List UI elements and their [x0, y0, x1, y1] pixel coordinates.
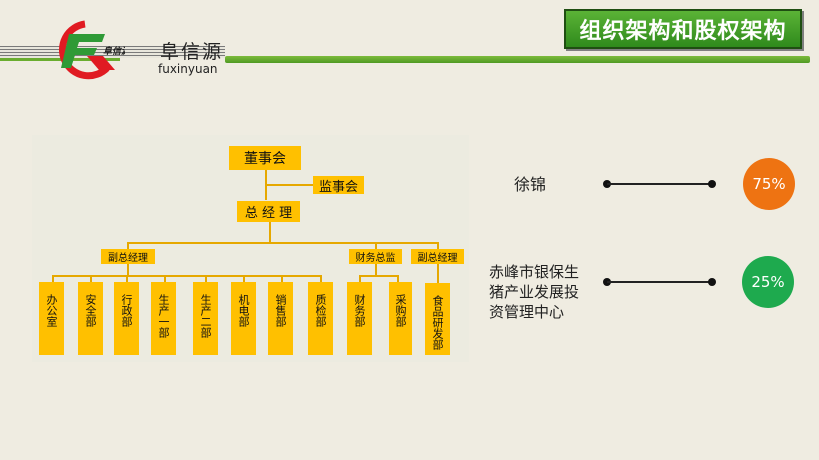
org-dept-safety: 安全部	[78, 282, 103, 355]
org-dept-electromechanical: 机电部	[231, 282, 256, 355]
org-dept-sales: 销售部	[268, 282, 293, 355]
connector	[164, 275, 166, 283]
org-dept-procurement: 采购部	[389, 282, 412, 355]
header-green-line-left	[0, 58, 120, 61]
org-node-deputy-gm: 副总经理	[101, 249, 155, 264]
connector	[52, 275, 322, 277]
shareholder-name: 赤峰市银保生猪产业发展投资管理中心	[489, 263, 580, 321]
connector-line	[607, 281, 713, 283]
connector	[205, 275, 207, 283]
connector	[437, 242, 439, 249]
connector-dot	[708, 278, 716, 286]
connector-line	[607, 183, 713, 185]
connector	[375, 242, 377, 249]
connector	[375, 264, 377, 276]
org-dept-finance: 财务部	[347, 282, 372, 355]
connector	[52, 275, 54, 283]
org-node-deputy-gm: 副总经理	[411, 249, 464, 264]
share-percent-badge: 25%	[742, 256, 794, 308]
org-dept-production-1: 生产一部	[151, 282, 176, 355]
org-dept-production-2: 生产二部	[193, 282, 218, 355]
brand-name-chinese: 阜信源	[160, 41, 224, 63]
connector	[127, 242, 129, 249]
org-node-general-manager: 总 经 理	[237, 201, 300, 222]
org-dept-food-rnd: 食品研发部	[425, 283, 450, 355]
connector	[127, 264, 129, 276]
svg-text:阜信源: 阜信源	[103, 46, 125, 57]
connector	[359, 275, 399, 277]
connector	[437, 264, 439, 283]
shareholder-name: 徐锦	[514, 175, 547, 194]
connector	[359, 275, 361, 283]
connector	[269, 222, 271, 243]
connector	[90, 275, 92, 283]
org-node-finance-director: 财务总监	[349, 249, 402, 264]
share-percent-badge: 75%	[743, 158, 795, 210]
connector	[243, 275, 245, 283]
org-dept-quality: 质检部	[308, 282, 333, 355]
org-node-board: 董事会	[229, 146, 301, 170]
connector-dot	[708, 180, 716, 188]
connector	[127, 242, 439, 244]
brand-name-pinyin: fuxinyuan	[158, 62, 218, 76]
header-stripe	[0, 46, 225, 58]
connector	[126, 275, 128, 283]
connector	[397, 275, 399, 283]
connector	[266, 184, 314, 186]
org-dept-office: 办公室	[39, 282, 64, 355]
org-dept-admin: 行政部	[114, 282, 139, 355]
connector	[320, 275, 322, 283]
fuxinyuan-logo: 阜信源	[58, 20, 125, 80]
org-node-supervisors: 监事会	[313, 176, 364, 195]
connector	[281, 275, 283, 283]
header-green-line	[225, 56, 810, 63]
page-title: 组织架构和股权架构	[564, 9, 802, 49]
